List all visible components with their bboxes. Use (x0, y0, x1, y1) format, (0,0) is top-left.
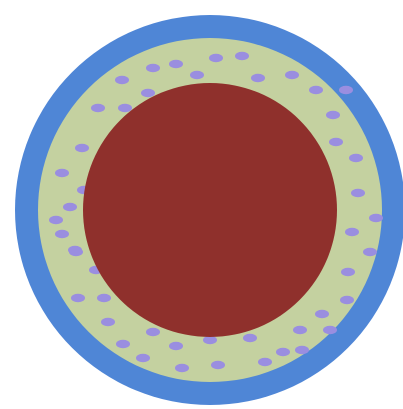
particle (116, 340, 130, 348)
particle (341, 268, 355, 276)
particle (69, 248, 83, 256)
particle (97, 294, 111, 302)
particle (293, 326, 307, 334)
particle (136, 354, 150, 362)
particle (285, 71, 299, 79)
particle (243, 334, 257, 342)
particle (315, 310, 329, 318)
particle (169, 60, 183, 68)
particle (190, 71, 204, 79)
particle (209, 54, 223, 62)
particle (49, 216, 63, 224)
particle (351, 189, 365, 197)
particle (339, 86, 353, 94)
particle (295, 346, 309, 354)
particle (75, 144, 89, 152)
particle (276, 348, 290, 356)
particle (55, 230, 69, 238)
particle (211, 361, 225, 369)
particle (323, 326, 337, 334)
particle (340, 296, 354, 304)
inner-core (83, 83, 337, 337)
particle (101, 318, 115, 326)
particle (349, 154, 363, 162)
particle (258, 358, 272, 366)
particle (251, 74, 265, 82)
particle (118, 104, 132, 112)
particle (326, 111, 340, 119)
particle (345, 228, 359, 236)
particle (146, 328, 160, 336)
particle (141, 89, 155, 97)
particle (146, 64, 160, 72)
particle (115, 76, 129, 84)
particle (309, 86, 323, 94)
particle (169, 342, 183, 350)
particle (175, 364, 189, 372)
particle (369, 214, 383, 222)
particle (363, 248, 377, 256)
particle (235, 52, 249, 60)
particle (63, 203, 77, 211)
particle (329, 138, 343, 146)
particle (91, 104, 105, 112)
particle (55, 169, 69, 177)
particle (71, 294, 85, 302)
particle (203, 336, 217, 344)
